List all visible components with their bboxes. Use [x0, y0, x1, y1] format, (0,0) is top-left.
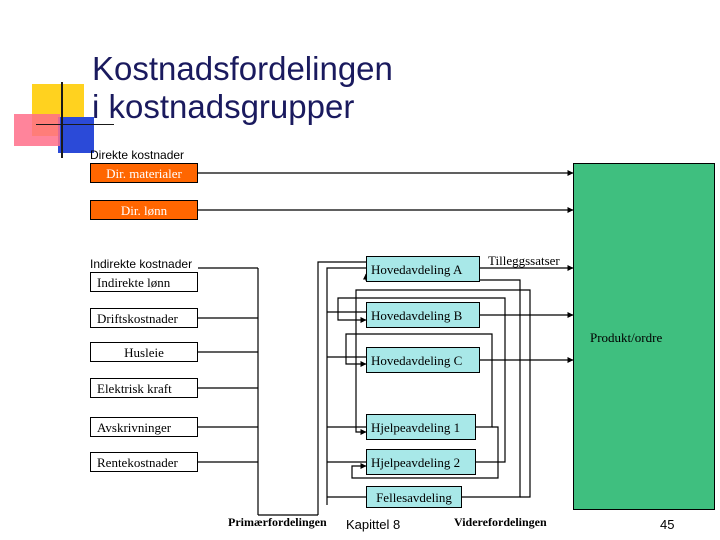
secondary-allocation-label: Viderefordelingen	[454, 515, 547, 529]
slide-title-line-1: Kostnadsfordelingen	[92, 50, 393, 87]
decor-vertical-line	[61, 82, 63, 158]
fellesavdeling-box: Fellesavdeling	[366, 486, 462, 508]
slide-title: Kostnadsfordelingen i kostnadsgrupper	[92, 50, 393, 126]
indirekte-lonn-box: Indirekte lønn	[90, 272, 198, 292]
dir-materialer-box: Dir. materialer	[90, 163, 198, 183]
driftskostnader-box: Driftskostnader	[90, 308, 198, 328]
primary-allocation-label: Primærfordelingen	[228, 515, 327, 529]
product-order-box	[573, 163, 715, 510]
hovedavdeling-a-box: Hovedavdeling A	[366, 256, 480, 282]
product-order-label: Produkt/ordre	[590, 330, 663, 345]
route-primary-a2	[326, 267, 366, 505]
route-secondary-h1	[345, 333, 493, 428]
slide-title-line-2: i kostnadsgrupper	[92, 88, 355, 125]
chapter-label: Kapittel 8	[346, 517, 401, 532]
avskrivninger-box: Avskrivninger	[90, 417, 198, 437]
husleie-box: Husleie	[90, 342, 198, 362]
route-secondary-h1-h2	[351, 426, 499, 479]
hovedavdeling-b-box: Hovedavdeling B	[366, 302, 480, 328]
hjelpeavdeling-1-box: Hjelpeavdeling 1	[366, 414, 476, 440]
decor-blue-square	[58, 117, 94, 153]
indirect-costs-heading: Indirekte kostnader	[90, 257, 193, 271]
direct-costs-heading: Direkte kostnader	[90, 148, 185, 162]
route-primary-outer	[317, 261, 366, 515]
decor-horizontal-line	[36, 124, 114, 125]
hovedavdeling-c-box: Hovedavdeling C	[366, 347, 480, 373]
page-number: 45	[660, 517, 675, 532]
elektrisk-kraft-box: Elektrisk kraft	[90, 378, 198, 398]
tilleggssatser-label: Tilleggssatser	[488, 253, 560, 268]
rentekostnader-box: Rentekostnader	[90, 452, 198, 472]
hjelpeavdeling-2-box: Hjelpeavdeling 2	[366, 449, 476, 475]
route-secondary-felles-2	[355, 289, 531, 498]
route-secondary-h2	[337, 297, 506, 463]
decor-red-square	[14, 114, 60, 146]
dir-lonn-box: Dir. lønn	[90, 200, 198, 220]
